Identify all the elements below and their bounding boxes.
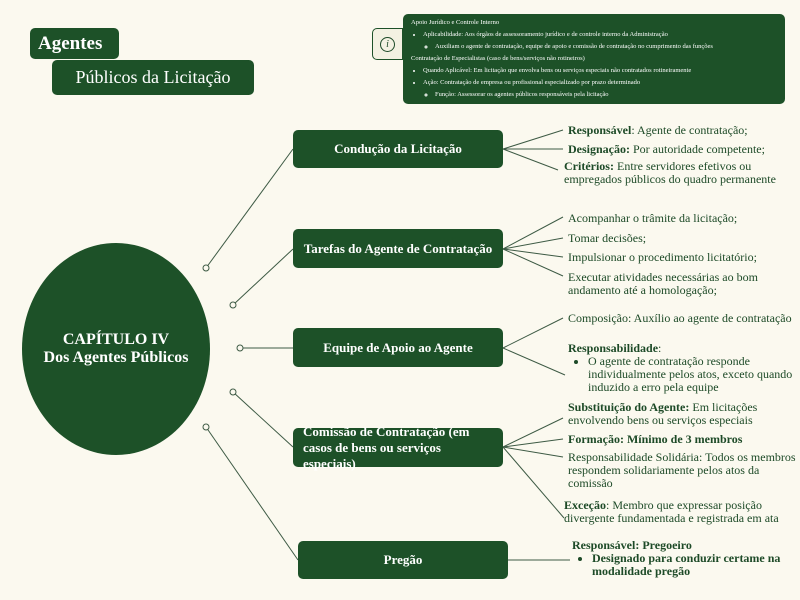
leaf-decisoes: Tomar decisões; — [568, 231, 647, 245]
title-agentes: Agentes — [30, 28, 119, 59]
title-text: Agentes — [38, 32, 103, 54]
leaf-composicao: Composição: Auxílio ao agente de contrat… — [568, 311, 792, 325]
panel-section-title: Apoio Jurídico e Controle Interno — [411, 19, 500, 26]
leaf-criterios: Critérios: Entre servidores efetivos ou … — [564, 159, 776, 186]
node-equipe[interactable]: Equipe de Apoio ao Agente — [293, 328, 503, 367]
node-label: Tarefas do Agente de Contratação — [303, 240, 493, 256]
panel-item: Aplicabilidade: Aos órgãos de assessoram… — [423, 29, 777, 41]
node-label: Comissão de Contratação (em casos de ben… — [303, 423, 470, 471]
node-label: Equipe de Apoio ao Agente — [323, 339, 473, 355]
leaf-substituicao: Substituição do Agente: Em licitações en… — [568, 400, 758, 427]
leaf-responsabilidade: Responsabilidade:O agente de contratação… — [568, 342, 793, 394]
central-line2: Dos Agentes Públicos — [43, 349, 189, 366]
leaf-excecao: Exceção: Membro que expressar posição di… — [564, 498, 779, 525]
leaf-executar: Executar atividades necessárias ao bom a… — [568, 270, 758, 297]
leaf-solidaria: Responsabilidade Solidária: Todos os mem… — [568, 450, 796, 490]
leaf-responsavel: Responsável: Agente de contratação; — [568, 123, 748, 137]
panel-item: Ação: Contratação de empresa ou profissi… — [423, 77, 777, 89]
panel-subitem: Auxiliam o agente de contratação, equipe… — [435, 41, 777, 53]
info-icon[interactable]: i — [372, 28, 403, 60]
node-conducao[interactable]: Condução da Licitação — [293, 130, 503, 168]
node-tarefas[interactable]: Tarefas do Agente de Contratação — [293, 229, 503, 268]
leaf-acompanhar: Acompanhar o trâmite da licitação; — [568, 211, 738, 225]
node-pregao[interactable]: Pregão — [298, 541, 508, 579]
subtitle-text: Públicos da Licitação — [75, 67, 231, 87]
leaf-pregoeiro: Responsável: PregoeiroDesignado para con… — [572, 539, 787, 578]
panel-section-title: Contratação de Especialistas (caso de be… — [411, 55, 585, 62]
info-panel: Apoio Jurídico e Controle Interno Aplica… — [403, 14, 785, 104]
node-label: Condução da Licitação — [334, 141, 462, 156]
node-label: Pregão — [383, 552, 423, 567]
leaf-designacao: Designação: Por autoridade competente; — [568, 142, 765, 156]
panel-subitem: Função: Assessorar os agentes públicos r… — [435, 89, 777, 101]
leaf-impulsionar: Impulsionar o procedimento licitatório; — [568, 250, 757, 264]
panel-item: Quando Aplicável: Em licitação que envol… — [423, 65, 777, 77]
node-comissao[interactable]: Comissão de Contratação (em casos de ben… — [293, 424, 503, 471]
central-node[interactable]: CAPÍTULO IV Dos Agentes Públicos — [22, 243, 210, 455]
leaf-formacao: Formação: Mínimo de 3 membros — [568, 432, 743, 446]
central-line1: CAPÍTULO IV — [62, 331, 170, 348]
title-publicos: Públicos da Licitação — [52, 60, 254, 95]
